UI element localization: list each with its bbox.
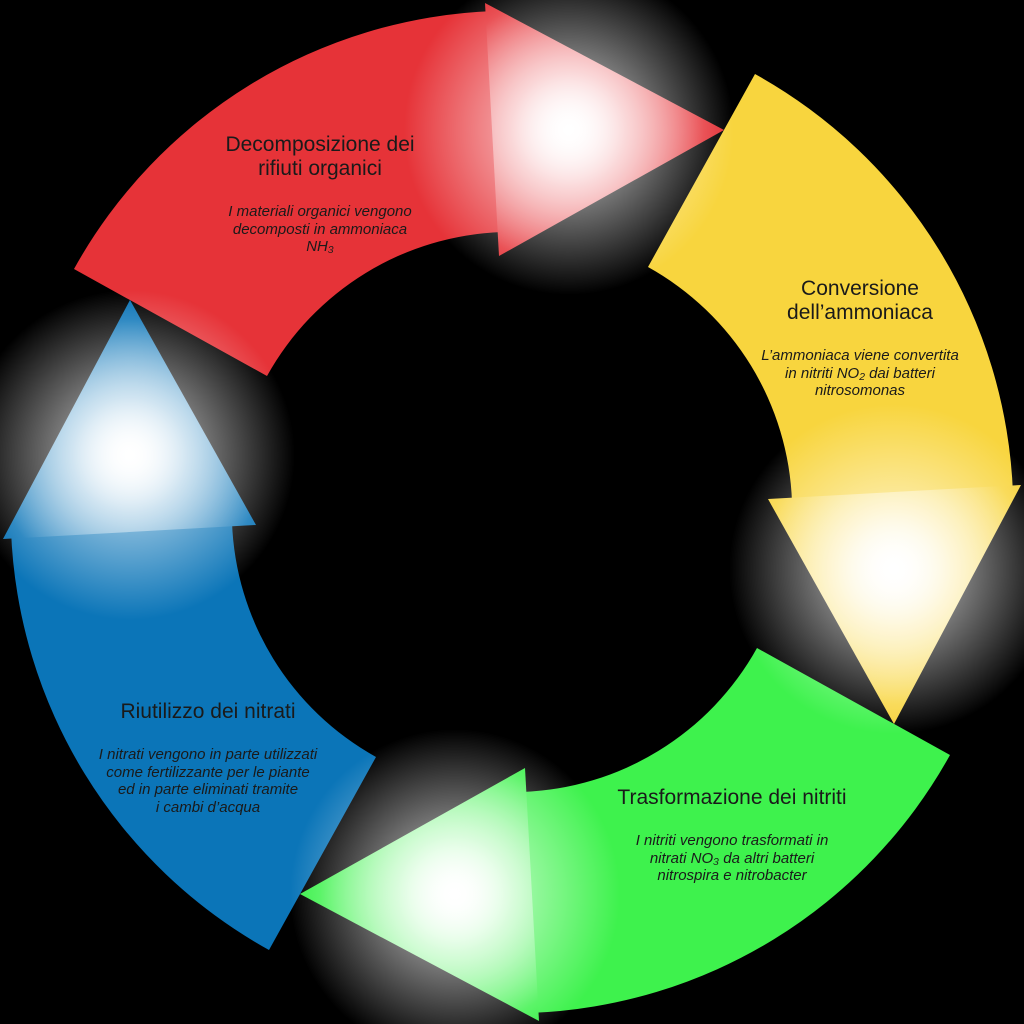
band-transformation	[522, 648, 950, 1013]
band-decomposition	[74, 11, 502, 376]
glow-decomposition	[404, 0, 734, 295]
glow-conversion	[729, 404, 1024, 734]
glow-transformation	[290, 729, 620, 1024]
glow-reuse	[0, 290, 295, 620]
band-conversion	[648, 74, 1013, 502]
band-reuse	[11, 522, 376, 950]
